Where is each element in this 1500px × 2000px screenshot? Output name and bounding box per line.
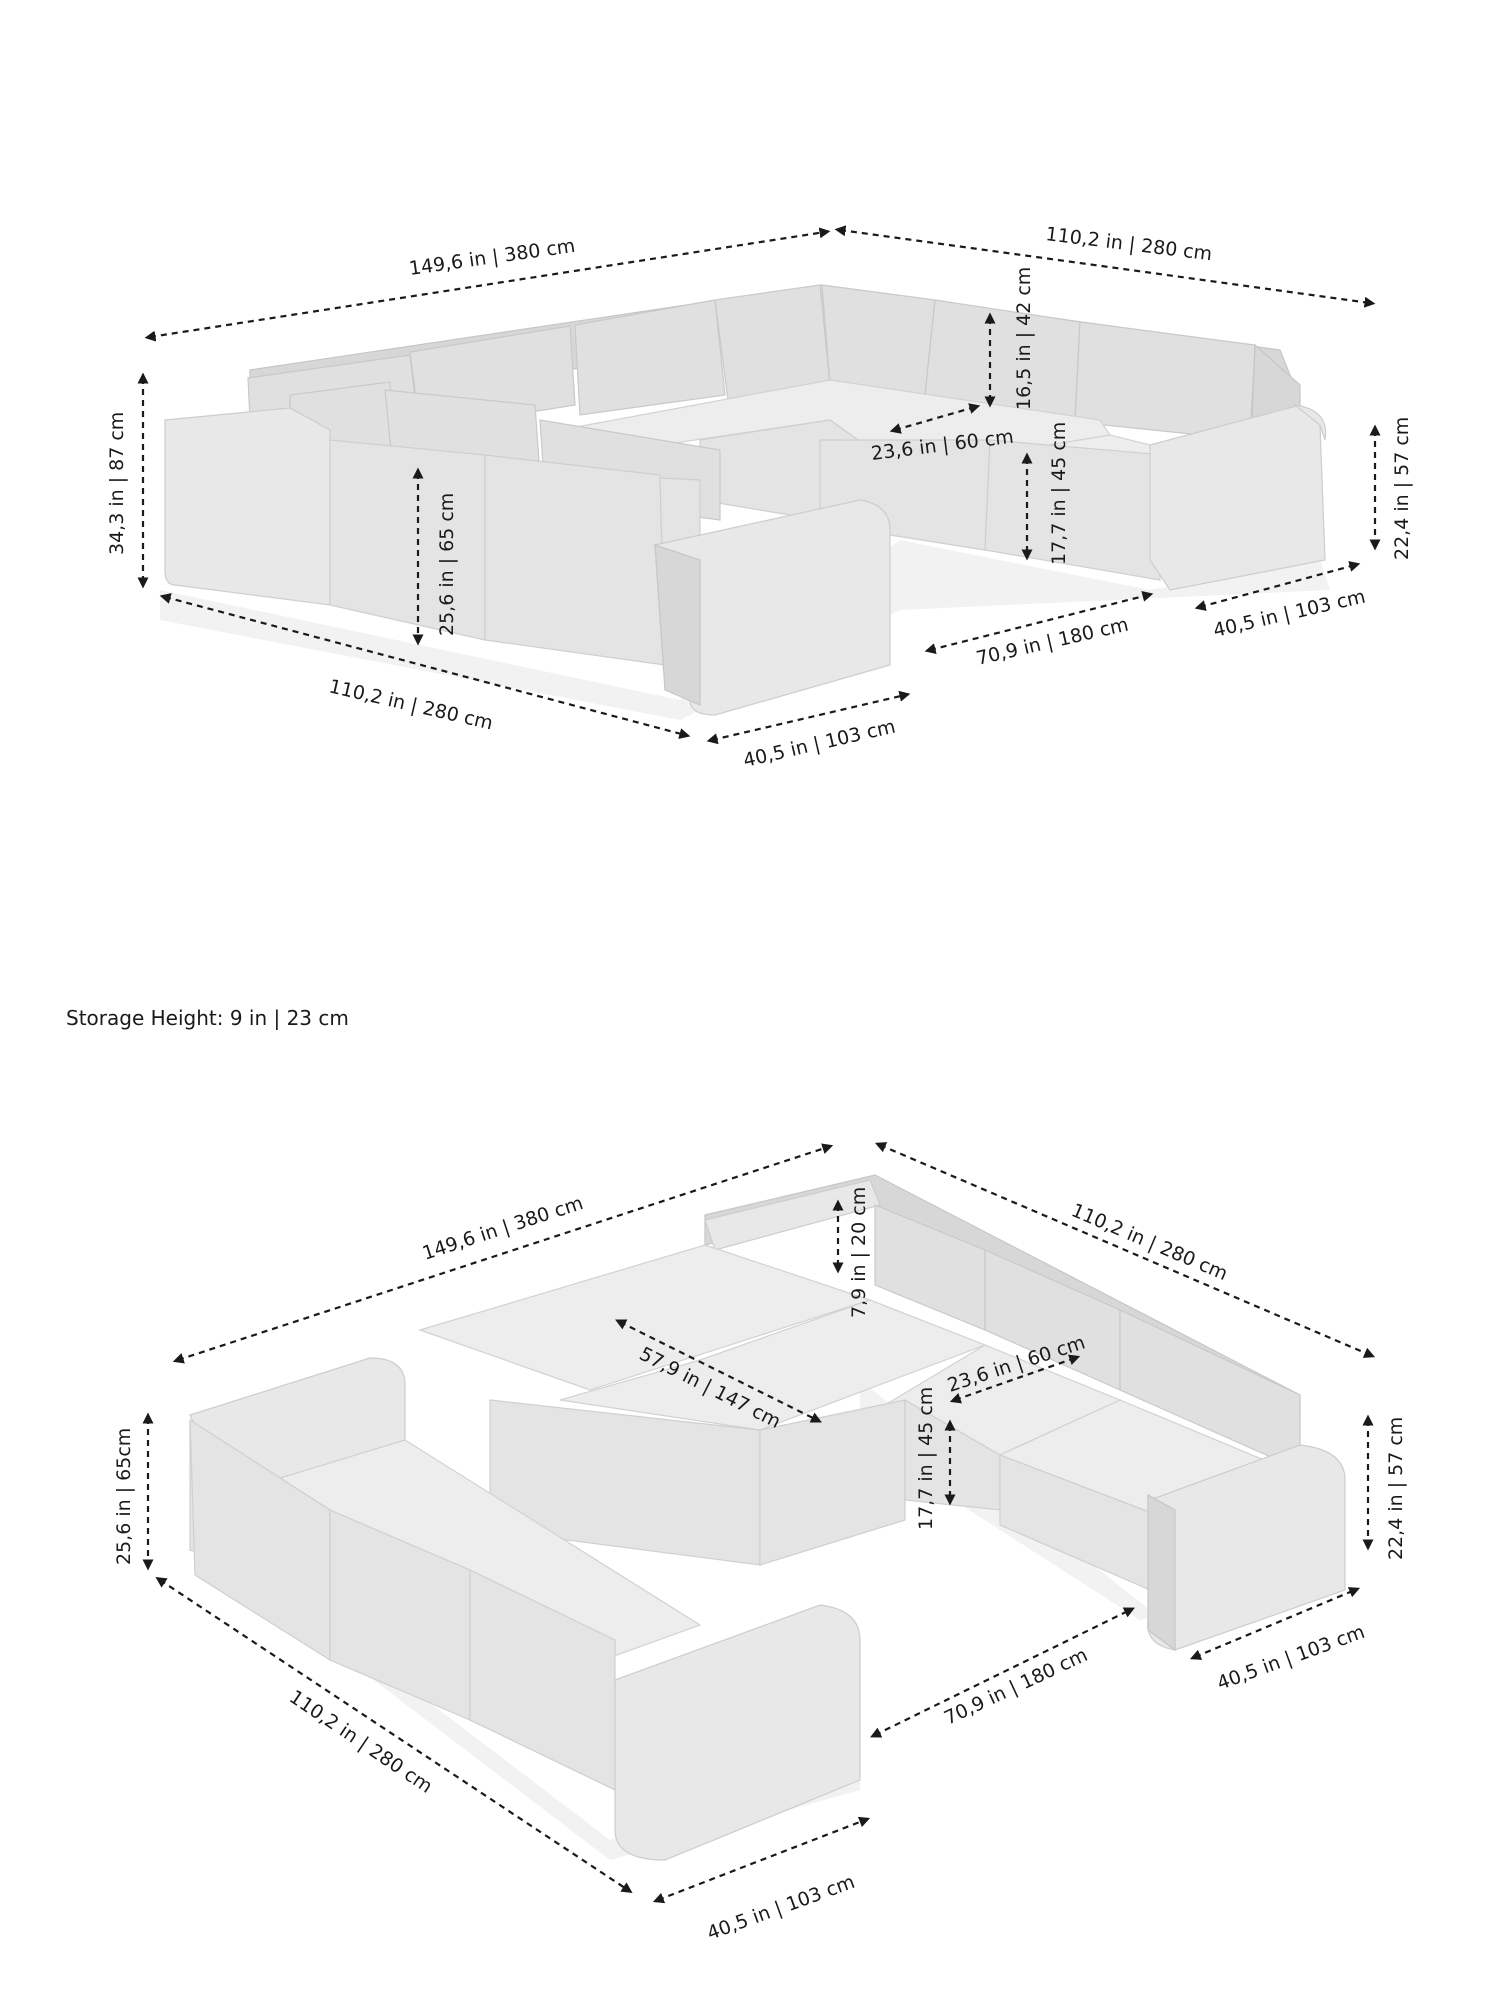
dim-line-seat-depth (889, 403, 981, 434)
top-sofa-illustration (160, 284, 1330, 720)
label-total-height: 34,3 in | 87 cm (106, 412, 128, 555)
label-b-back-right: 110,2 in | 280 cm (1068, 1199, 1231, 1285)
dim-line-b-back-right (874, 1142, 1376, 1358)
dim-line-left-length (159, 593, 691, 739)
dim-line-b-left-length (155, 1576, 633, 1894)
dim-line-b-inner-opening (870, 1607, 1135, 1738)
dim-line-inner-opening (924, 591, 1154, 654)
label-left-length: 110,2 in | 280 cm (327, 675, 495, 734)
label-back-right: 110,2 in | 280 cm (1044, 223, 1213, 265)
dim-line-back-right (834, 225, 1376, 308)
label-b-arm-height: 22,4 in | 57 cm (1385, 1417, 1407, 1560)
dim-line-right-depth (1194, 561, 1361, 611)
storage-height-note: Storage Height: 9 in | 23 cm (66, 1006, 349, 1030)
top-dimension-lines (137, 225, 1381, 745)
label-inner-opening: 70,9 in | 180 cm (974, 613, 1130, 669)
label-arm-height: 22,4 in | 57 cm (1391, 417, 1413, 560)
label-seat-height: 17,7 in | 45 cm (1048, 422, 1070, 565)
label-b-right-depth: 40,5 in | 103 cm (1214, 1621, 1368, 1695)
dim-line-back-left (144, 227, 831, 342)
dim-line-b-ottoman (615, 1319, 822, 1423)
label-b-inner-opening: 70,9 in | 180 cm (941, 1644, 1091, 1730)
dim-line-left-depth (706, 690, 911, 745)
label-back-cushion: 16,5 in | 42 cm (1013, 267, 1035, 410)
dim-line-b-back-left (172, 1143, 834, 1364)
dim-line-b-right-depth (1189, 1587, 1361, 1660)
label-b-seat-height: 17,7 in | 45 cm (915, 1387, 937, 1530)
dim-line-b-left-depth (652, 1816, 871, 1904)
label-b-left-depth: 40,5 in | 103 cm (704, 1871, 858, 1945)
bottom-dimension-lines (142, 1142, 1376, 1904)
label-back-left: 149,6 in | 380 cm (408, 235, 577, 280)
label-b-left-height: 25,6 in | 65cm (113, 1428, 135, 1565)
label-front-height: 25,6 in | 65 cm (436, 493, 458, 636)
bottom-sofa-illustration (189, 1174, 1346, 1861)
label-b-storage: 7,9 in | 20 cm (848, 1187, 870, 1318)
label-left-depth: 40,5 in | 103 cm (741, 715, 897, 771)
